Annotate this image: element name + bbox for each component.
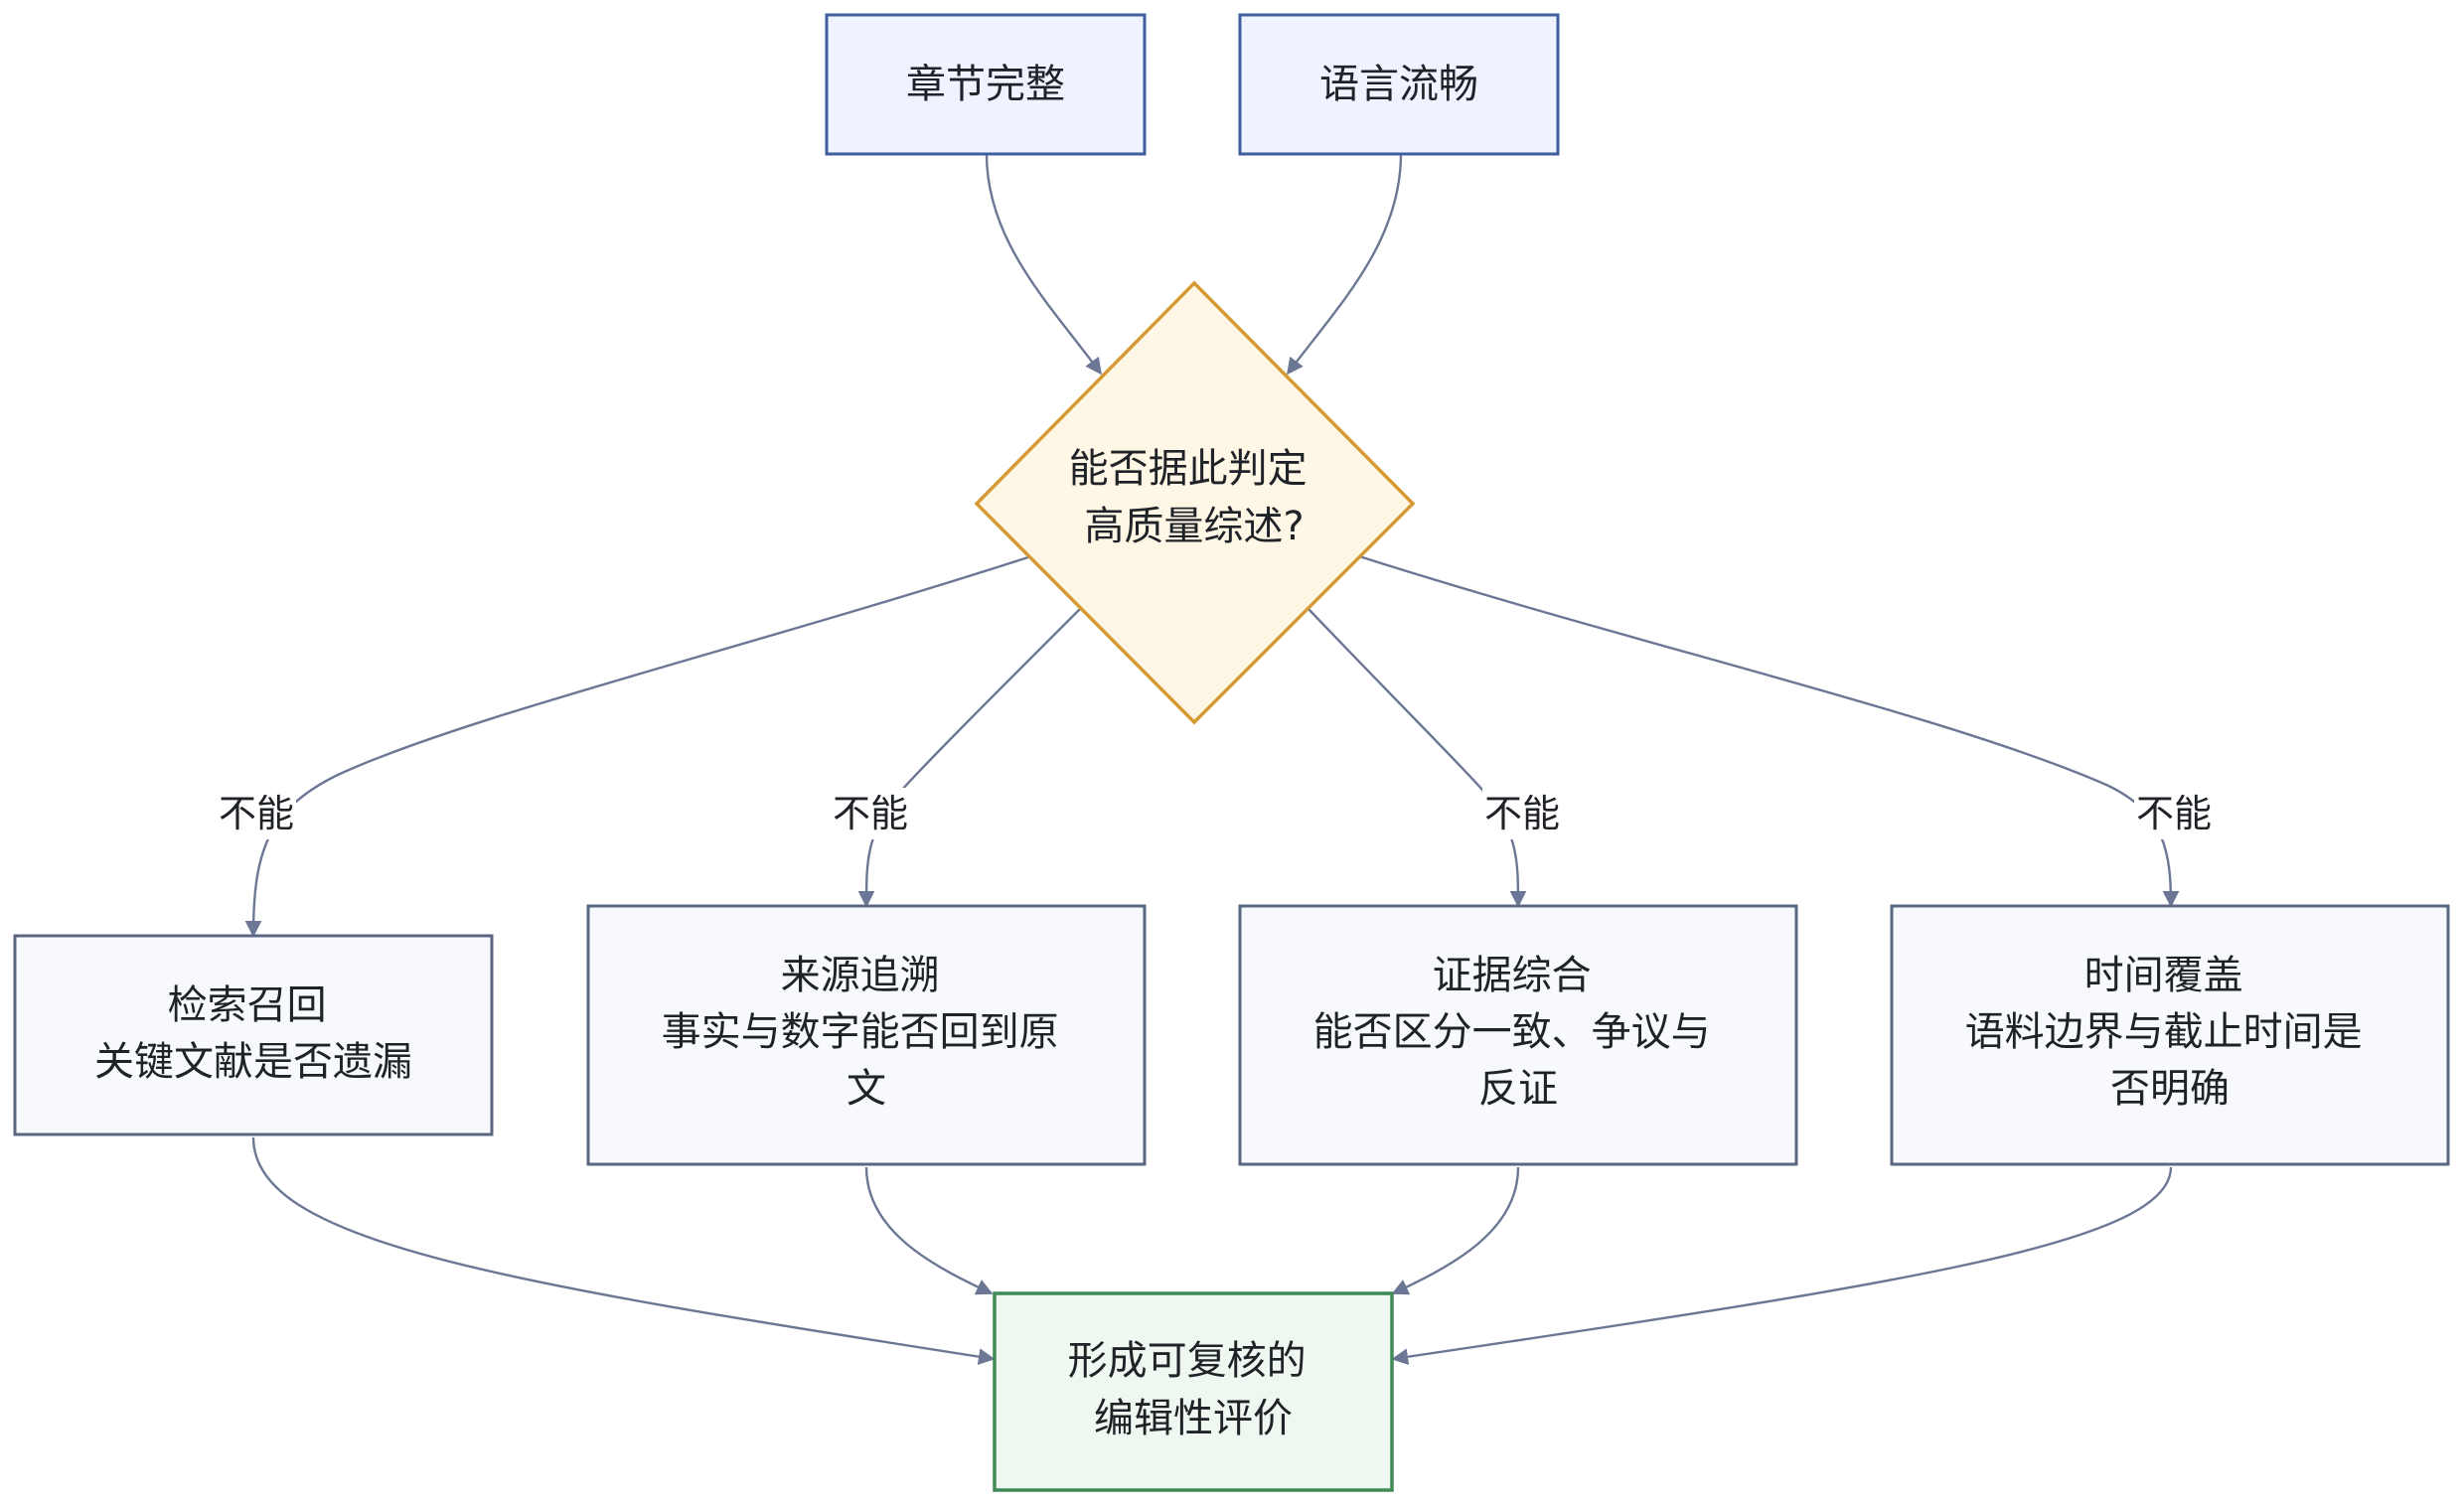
edge-decision-to-evidence [1307, 607, 1527, 908]
node-text-line: 语言流畅 [1319, 62, 1478, 107]
svg-text:形成可复核的 编辑性评价: 形成可复核的 编辑性评价 [1068, 1338, 1319, 1441]
edge-decision-to-retrieval [244, 554, 1032, 938]
edge-label-text: 不能 [2136, 792, 2212, 835]
node-editorial-result: 形成可复核的 编辑性评价 [993, 1291, 1394, 1492]
edge-retrieval-to-result [251, 1136, 996, 1365]
node-text-line: 事实与数字能否回到原 [662, 1009, 1059, 1055]
edge-label-evidence: 不能 [1482, 788, 1562, 839]
svg-text:证据综合 能否区分一致、争议与: 证据综合 能否区分一致、争议与 反证 [1313, 953, 1724, 1112]
node-language-fluent: 语言流畅 [1238, 13, 1560, 156]
node-text-line: 语料边界与截止时间是 [1965, 1009, 2363, 1055]
edge-label-text: 不能 [833, 792, 908, 835]
svg-text:时间覆盖 语料边界与截止时间是: 时间覆盖 语料边界与截止时间是 否明确 [1965, 953, 2376, 1112]
node-text-line: 章节完整 [906, 62, 1065, 107]
edge-label-source: 不能 [831, 788, 910, 839]
svg-text:检索召回 关键文献是否遗漏: 检索召回 关键文献是否遗漏 [94, 982, 412, 1085]
node-text-line: 时间覆盖 [2084, 953, 2243, 998]
node-evidence-synthesis: 证据综合 能否区分一致、争议与 反证 [1238, 904, 1798, 1166]
edge-labels: 不能 不能 不能 不能 [217, 788, 2214, 839]
edge-time-to-result [1391, 1166, 2173, 1366]
node-text-line: 高质量综述? [1084, 504, 1304, 549]
edge-language-to-decision [1286, 153, 1403, 376]
edge-label-retrieval: 不能 [217, 788, 296, 839]
edge-label-text: 不能 [1484, 792, 1560, 835]
node-text-line: 反证 [1478, 1066, 1558, 1112]
edges [244, 153, 2180, 1366]
svg-text:能否据此判定 高质量综述?: 能否据此判定 高质量综述? [1069, 446, 1320, 549]
node-text-line: 关键文献是否遗漏 [94, 1039, 412, 1085]
svg-text:语言流畅: 语言流畅 [1319, 62, 1478, 107]
node-text-line: 文 [847, 1066, 886, 1112]
svg-text:章节完整: 章节完整 [906, 62, 1065, 107]
node-text-line: 能否区分一致、争议与 [1313, 1009, 1711, 1055]
node-text-line: 能否据此判定 [1069, 446, 1308, 492]
node-text-line: 证据综合 [1433, 953, 1592, 998]
node-retrieval-recall: 检索召回 关键文献是否遗漏 [13, 934, 494, 1136]
node-text-line: 否明确 [2110, 1066, 2230, 1112]
node-text-line: 编辑性评价 [1094, 1396, 1293, 1441]
edge-decision-to-source [857, 607, 1082, 908]
node-text-line: 来源追溯 [781, 953, 940, 998]
decision-diamond: 能否据此判定 高质量综述? [974, 280, 1416, 725]
nodes: 章节完整 语言流畅 能否据此判定 高质量综述? 检索召回 关键文献是否遗漏 [13, 13, 2450, 1492]
node-time-coverage: 时间覆盖 语料边界与截止时间是 否明确 [1890, 904, 2450, 1166]
node-chapters-complete: 章节完整 [825, 13, 1147, 156]
node-source-tracing: 来源追溯 事实与数字能否回到原 文 [586, 904, 1147, 1166]
edge-decision-to-time [1358, 554, 2180, 908]
edge-chapters-to-decision [985, 153, 1102, 376]
node-text-line: 形成可复核的 [1068, 1338, 1307, 1384]
edge-evidence-to-result [1391, 1166, 1520, 1295]
edge-label-text: 不能 [219, 792, 294, 835]
svg-text:来源追溯 事实与数字能否回到原: 来源追溯 事实与数字能否回到原 文 [662, 953, 1072, 1112]
node-text-line: 检索召回 [168, 982, 327, 1028]
edge-source-to-result [864, 1166, 994, 1295]
edge-label-time: 不能 [2134, 788, 2214, 839]
